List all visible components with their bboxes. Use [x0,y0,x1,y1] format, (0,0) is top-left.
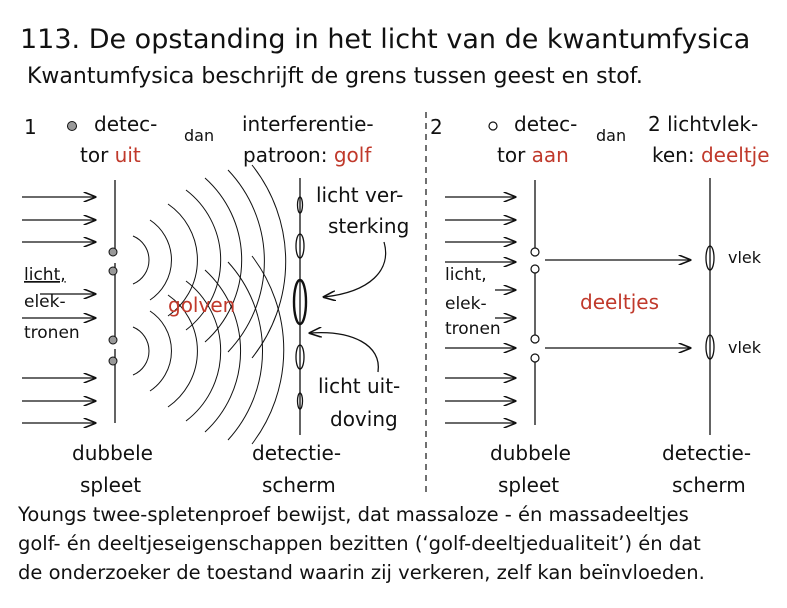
panel2-result-state: deeltje [701,143,770,167]
panel1-detector-off-icon [67,121,77,131]
panel1-result-label-1: interferentie- [242,112,374,136]
panel1-result-state: golf [334,143,372,167]
panel2-double-slit [530,180,540,425]
page-subtitle: Kwantumfysica beschrijft de grens tussen… [27,64,643,89]
panel2-detector-state: aan [532,143,569,167]
caption-line-3: de onderzoeker de toestand waarin zij ve… [18,561,705,584]
panel2-then-label: dan [596,126,626,145]
panel2-result-label-2: ken: deeltje [652,143,770,167]
panel1-then-label: dan [184,126,214,145]
caption-line-2: golf- én deeltjeseigenschappen bezitten … [18,532,701,555]
panel2-source-label-1: licht, [445,265,487,285]
panel1-number: 1 [24,115,37,139]
panel2-particle-label: deeltjes [580,290,659,314]
panel1-cancellation-arrow [310,333,379,373]
panel1-slit-label-1: dubbele [72,441,153,465]
panel1-detector-label-1: detec- [94,112,157,136]
panel2-detector-on-icon [488,121,498,131]
panel1-source-label-2: elek- [24,292,66,312]
panel2-screen-label-1: detectie- [662,441,751,465]
panel2-particle-paths [545,260,690,348]
panel1-amplification-label-2: sterking [328,214,409,238]
panel2-slit-label-2: spleet [498,473,559,497]
panel1-slit-label-2: spleet [80,473,141,497]
panel1-detector-state: uit [115,143,141,167]
panel1-detection-screen [292,178,308,435]
panel2-result-label-1: 2 lichtvlek- [648,112,758,136]
panel1-source-label-3: tronen [24,323,80,343]
caption-line-1: Youngs twee-spletenproef bewijst, dat ma… [18,503,689,526]
panel1-cancellation-label-2: doving [330,407,398,431]
page-title: 113. De opstanding in het licht van de k… [20,24,751,55]
panel1-screen-label-1: detectie- [252,441,341,465]
panel1-wavefronts [132,164,287,445]
panel2-number: 2 [430,115,443,139]
panel2-spot-label-1: vlek [728,248,762,267]
panel2-slit-label-1: dubbele [490,441,571,465]
panel1-cancellation-label-1: licht uit- [318,374,400,398]
panel2-spot-label-2: vlek [728,338,762,357]
panel2-incoming-arrows [445,197,515,423]
panel1-wave-label: golven [168,293,235,317]
panel2-detector-label-2: tor aan [497,143,569,167]
panel2-screen-label-2: scherm [672,473,746,497]
caption: Youngs twee-spletenproef bewijst, dat ma… [18,500,778,587]
panel1-incoming-arrows [22,197,95,423]
panel1-detector-label-2: tor uit [80,143,141,167]
panel1-screen-label-2: scherm [262,473,336,497]
panel1-result-label-2: patroon: golf [243,143,372,167]
panel1-source-label-1: licht, [24,265,66,285]
panel2-source-label-2: elek- [445,294,487,314]
panel1-double-slit [108,180,118,423]
panel1-amplification-arrow [324,241,387,297]
panel2-source-label-3: tronen [445,319,501,339]
panel1-amplification-label-1: licht ver- [316,183,403,207]
panel2-detector-label-1: detec- [514,112,577,136]
panel2-detection-screen [705,178,715,435]
